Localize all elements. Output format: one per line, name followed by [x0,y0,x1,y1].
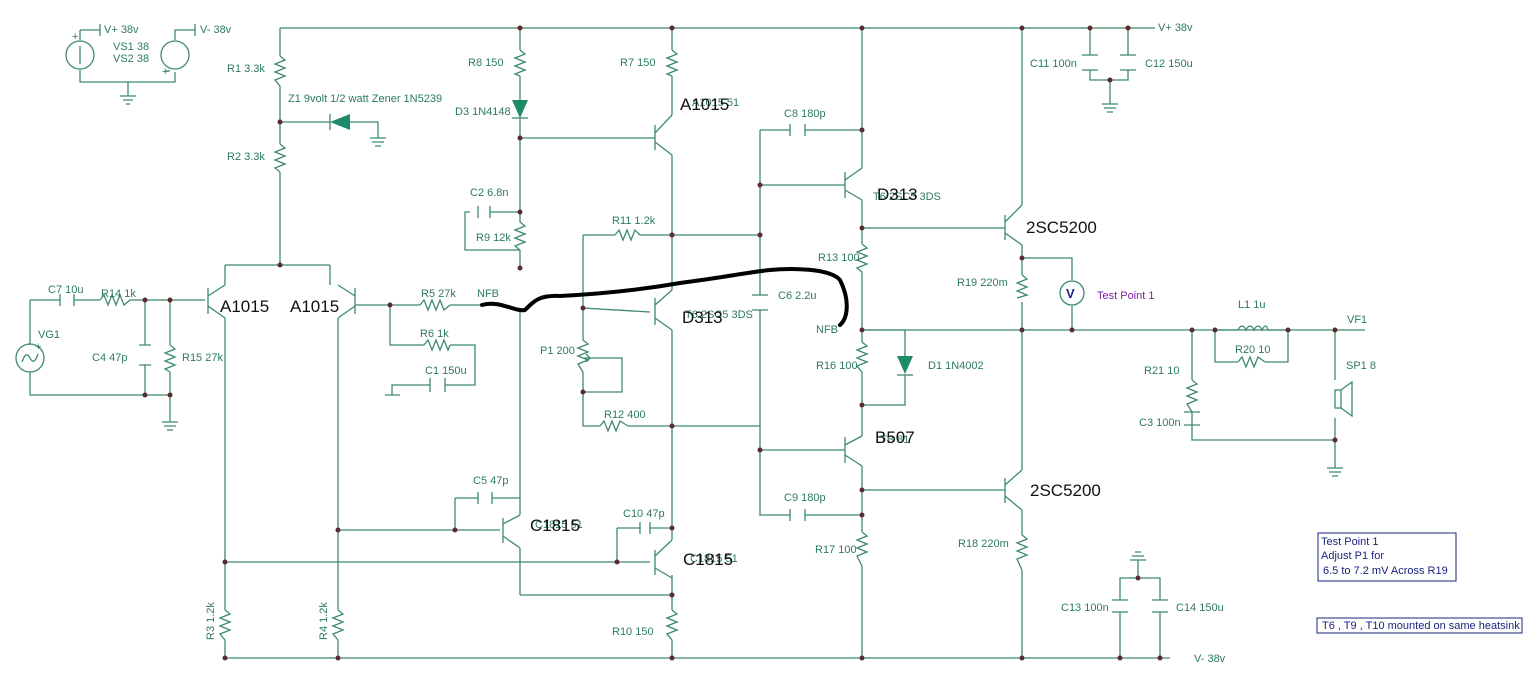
label-r12: R12 400 [604,409,646,421]
label-c1815-right: C1815 [683,550,733,569]
label-d313-mid: D313 [682,308,723,327]
misc-symbols: + V [15,280,1353,418]
label-r4: R4 1.2k [318,602,330,640]
label-c12: C12 150u [1145,58,1193,70]
label-vf1: VF1 [1347,314,1367,326]
label-2sc5200-bottom: 2SC5200 [1030,481,1101,500]
svg-text:+: + [35,341,41,353]
label-ghost-a: A1015 51 [692,97,739,109]
label-ghost-c: C1815 51 [535,519,583,531]
vneg-label: V- 38v [200,24,232,36]
vs1-label: VS1 38 [113,41,149,53]
label-c1: C1 150u [425,365,467,377]
label-c13: C13 100n [1061,602,1109,614]
label-ghost-d: C1815 51 [690,553,738,565]
label-sp1: SP1 8 [1346,360,1376,372]
label-nfb-1: NFB [477,288,499,300]
note-line-2: Adjust P1 for [1321,550,1384,562]
meter-symbol: V [1066,286,1075,301]
label-a1015-left: A1015 [220,297,269,316]
test-point-note: Test Point 1 Adjust P1 for 6.5 to 7.2 mV… [1317,532,1457,582]
label-c14: C14 150u [1176,602,1224,614]
label-r2: R2 3.3k [227,151,265,163]
label-c10: C10 47p [623,508,665,520]
svg-text:+: + [162,66,168,78]
capacitors [59,54,1200,613]
label-r14: R14 1k [101,288,136,300]
label-d1: D1 1N4002 [928,360,984,372]
label-r17: R17 100 [815,544,857,556]
label-ghost-t1: T6 2SC5 3DS [873,191,941,203]
label-l1: L1 1u [1238,299,1266,311]
label-r15: R15 27k [182,352,223,364]
label-c6: C6 2.2u [778,290,817,302]
label-r20: R20 10 [1235,344,1270,356]
label-b507: B507 [875,428,915,447]
label-d3: D3 1N4148 [455,106,511,118]
label-c9: C9 180p [784,492,826,504]
label-r8: R8 150 [468,57,503,69]
label-c11: C11 100n [1030,58,1077,70]
label-nfb-2: NFB [816,324,838,336]
label-vg1: VG1 [38,329,60,341]
svg-text:+: + [72,31,78,43]
label-d313-top: D313 [877,185,918,204]
supply-sources: + + V+ 38v V- 38v VS1 38 VS2 38 [65,24,232,105]
rail-neg-label: V- 38v [1194,653,1226,665]
label-p1: P1 200 [540,345,575,357]
label-c8: C8 180p [784,108,826,120]
label-2sc5200-top: 2SC5200 [1026,218,1097,237]
heatsink-note: T6 , T9 , T10 mounted on same heatsink [1316,617,1523,634]
label-r18: R18 220m [958,538,1009,550]
label-ghost-b: TB 81 [880,434,909,446]
transistors [207,114,1023,595]
label-r11: R11 1.2k [612,215,656,227]
label-r9: R9 12k [476,232,511,244]
vs2-label: VS2 38 [113,53,149,65]
label-c1815-left: C1815 [530,516,580,535]
label-r1: R1 3.3k [227,63,265,75]
label-a1015-right: A1015 [290,297,339,316]
junction-dots [142,25,1338,661]
label-r21: R21 10 [1144,365,1179,377]
label-c2: C2 6.8n [470,187,509,199]
label-c5: C5 47p [473,475,508,487]
note-line-1: Test Point 1 [1321,536,1378,548]
label-r13: R13 100 [818,252,860,264]
label-r7: R7 150 [620,57,655,69]
component-labels: R1 3.3k R2 3.3k Z1 9volt 1/2 watt Zener … [38,22,1376,665]
note-line-3: 6.5 to 7.2 mV Across R19 [1323,565,1448,577]
heatsink-note-text: T6 , T9 , T10 mounted on same heatsink [1322,620,1520,632]
label-r10: R10 150 [612,626,654,638]
resistors [99,49,1266,641]
label-r5: R5 27k [421,288,456,300]
label-ghost-t2: T6 2SC5 3DS [685,309,753,321]
label-r19: R19 220m [957,277,1008,289]
label-a1015-top: A1015 [680,95,729,114]
label-c4: C4 47p [92,352,127,364]
label-r16: R16 100 [816,360,858,372]
vpos-label: V+ 38v [104,24,139,36]
diodes [329,100,913,376]
meter-label: Test Point 1 [1097,290,1154,302]
label-r6: R6 1k [420,328,449,340]
label-c7: C7 10u [48,284,83,296]
rail-pos-label: V+ 38v [1158,22,1193,34]
nfb-hand-drawn-wire [480,267,849,327]
label-r3: R3 1.2k [205,602,217,640]
label-c3: C3 100n [1139,417,1181,429]
label-z1: Z1 9volt 1/2 watt Zener 1N5239 [288,93,442,105]
